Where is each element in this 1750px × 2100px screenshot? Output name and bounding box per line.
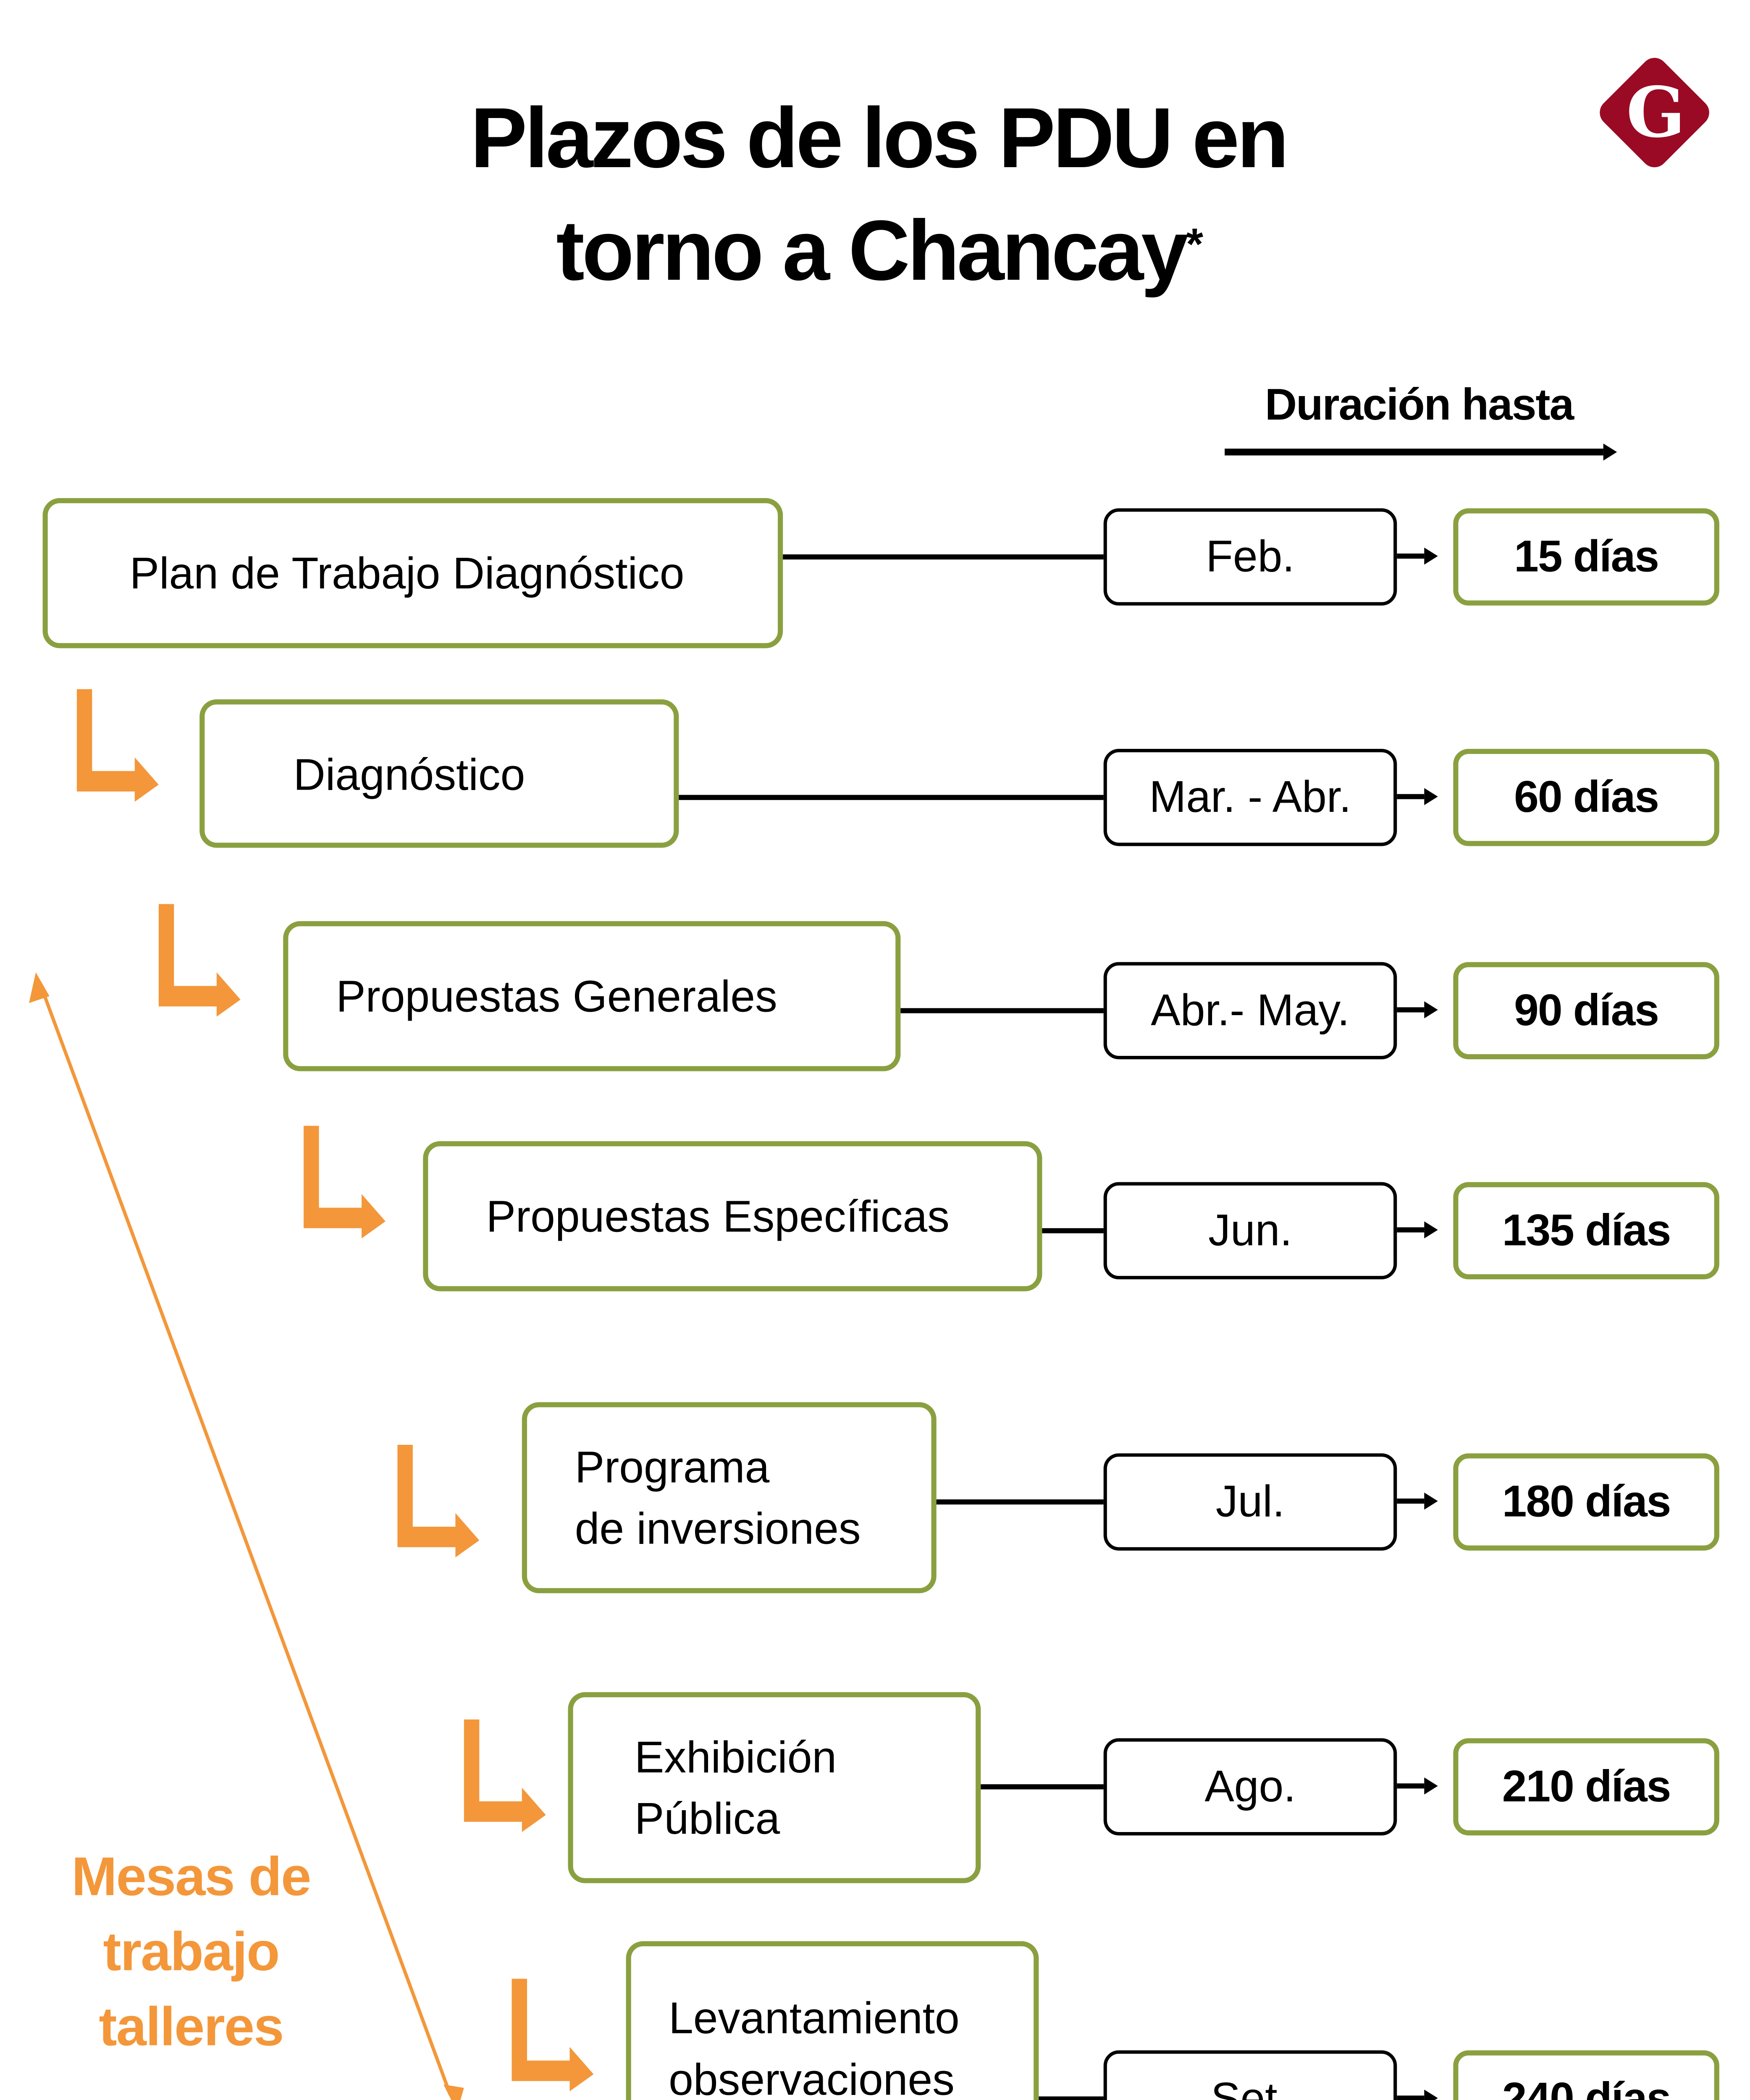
connector-line bbox=[936, 1499, 1104, 1505]
logo-letter: G bbox=[1626, 71, 1685, 153]
bend-arrow-icon bbox=[464, 1719, 546, 1832]
stage-label-line: Programa bbox=[575, 1441, 770, 1493]
title-line-2: torno a Chancay* bbox=[556, 203, 1203, 299]
stage-box: Propuestas Generales bbox=[283, 921, 901, 1071]
connector-line bbox=[1039, 2096, 1104, 2100]
stage-label: Diagnóstico bbox=[294, 743, 525, 804]
stage-label: Propuestas Generales bbox=[336, 966, 777, 1027]
stage-box: LevantamientoobservacionesEdición final bbox=[626, 1941, 1039, 2100]
stage-label-line: Propuestas Específicas bbox=[486, 1190, 950, 1242]
connector-line bbox=[981, 1784, 1104, 1790]
g-diamond-logo-icon: G bbox=[1600, 58, 1709, 168]
month-box: Jul. bbox=[1103, 1453, 1397, 1551]
month-box: Ago. bbox=[1103, 1738, 1397, 1836]
duration-box: 210 días bbox=[1453, 1738, 1719, 1836]
stage-box: Plan de Trabajo Diagnóstico bbox=[42, 498, 783, 648]
stage-label: Plan de Trabajo Diagnóstico bbox=[130, 543, 685, 604]
arrow-right-icon bbox=[1397, 1777, 1438, 1795]
connector-line bbox=[783, 554, 1104, 560]
title-asterisk: * bbox=[1186, 218, 1203, 270]
title-line-1: Plazos de los PDU en bbox=[470, 90, 1289, 186]
arrow-right-icon bbox=[1397, 547, 1438, 565]
bend-arrow-icon bbox=[397, 1445, 480, 1558]
bend-arrow-icon bbox=[303, 1126, 386, 1239]
double-arrow-icon bbox=[29, 972, 464, 2100]
stage-label-line: observaciones bbox=[669, 2053, 955, 2100]
duration-arrow-icon bbox=[1225, 443, 1617, 461]
stage-label-line: Exhibición bbox=[634, 1731, 837, 1783]
stage-label: Propuestas Específicas bbox=[486, 1186, 949, 1247]
stage-label-line: Diagnóstico bbox=[293, 748, 525, 799]
duration-box: 15 días bbox=[1453, 508, 1719, 606]
duration-box: 90 días bbox=[1453, 962, 1719, 1060]
arrow-right-icon bbox=[1397, 788, 1438, 805]
connector-line bbox=[679, 795, 1104, 800]
connector-line bbox=[1042, 1228, 1104, 1234]
month-box: Feb. bbox=[1103, 508, 1397, 606]
arrow-right-icon bbox=[1397, 1001, 1438, 1018]
stage-label-line: Plan de Trabajo Diagnóstico bbox=[129, 547, 685, 599]
duration-box: 240 días bbox=[1453, 2050, 1719, 2100]
arrow-right-icon bbox=[1397, 1492, 1438, 1510]
stage-label-line: Propuestas Generales bbox=[336, 970, 777, 1022]
duration-box: 180 días bbox=[1453, 1453, 1719, 1551]
arrow-right-icon bbox=[1397, 2090, 1438, 2100]
stage-box: Diagnóstico bbox=[199, 699, 679, 848]
stage-label-line: Levantamiento bbox=[669, 1991, 960, 2043]
stage-label-line: de inversiones bbox=[575, 1503, 861, 1554]
bend-arrow-icon bbox=[158, 904, 241, 1017]
duration-box: 60 días bbox=[1453, 748, 1719, 846]
stage-label-line: Pública bbox=[634, 1793, 780, 1844]
arrow-right-icon bbox=[1397, 1221, 1438, 1239]
month-box: Set. bbox=[1103, 2050, 1397, 2100]
stage-label: Programa de inversiones bbox=[575, 1436, 861, 1559]
bend-arrow-icon bbox=[76, 689, 159, 802]
connector-line bbox=[900, 1008, 1104, 1013]
bend-arrow-icon bbox=[512, 1979, 594, 2092]
logo-diamond bbox=[1600, 58, 1709, 168]
stage-box: Programa de inversiones bbox=[522, 1402, 937, 1593]
side-note-mesas: Mesas de trabajo talleres bbox=[71, 1845, 311, 2058]
stage-box: Propuestas Específicas bbox=[423, 1141, 1042, 1292]
month-box: Abr.- May. bbox=[1103, 962, 1397, 1060]
duration-header: Duración hasta bbox=[1265, 378, 1574, 430]
page-title: Plazos de los PDU en torno a Chancay* bbox=[307, 82, 1450, 307]
stage-label: LevantamientoobservacionesEdición final bbox=[669, 1987, 960, 2100]
month-box: Jun. bbox=[1103, 1182, 1397, 1280]
month-box: Mar. - Abr. bbox=[1103, 748, 1397, 846]
duration-box: 135 días bbox=[1453, 1182, 1719, 1280]
